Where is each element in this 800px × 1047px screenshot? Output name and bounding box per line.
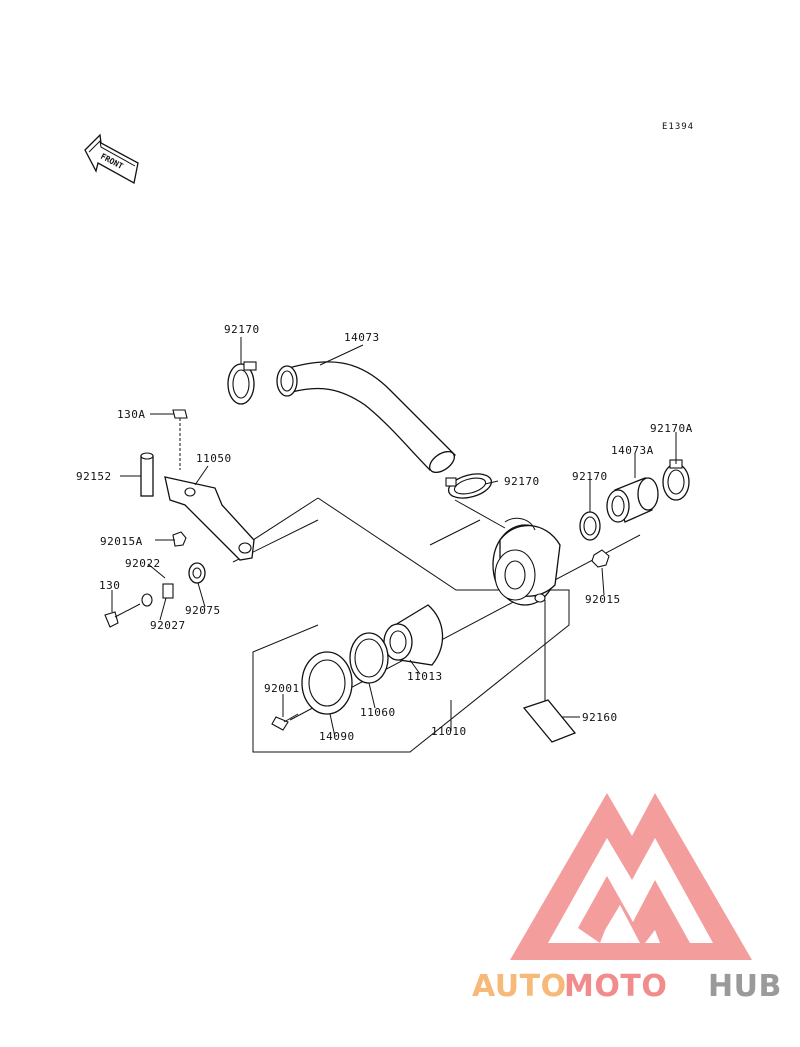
label-92160: 92160 (582, 711, 618, 724)
label-92170A: 92170A (650, 422, 693, 435)
label-92170-mid: 92170 (504, 475, 540, 488)
label-92152: 92152 (76, 470, 112, 483)
leader-lines (111, 337, 677, 738)
label-130A: 130A (117, 408, 146, 421)
clamp-far-right (662, 459, 690, 501)
label-130: 130 (99, 579, 120, 592)
label-11050: 11050 (196, 452, 232, 465)
clamp-upper-left (227, 361, 257, 405)
air-filter-element (383, 604, 444, 666)
clamp-mid (445, 473, 493, 499)
label-11010: 11010 (431, 725, 467, 738)
label-92001: 92001 (264, 682, 300, 695)
bolt-top (172, 409, 188, 470)
wing-bolt (271, 713, 299, 731)
bracket (164, 476, 255, 561)
watermark-text-hub: HUB (708, 969, 782, 1004)
label-plate (522, 699, 577, 743)
clamp-right (579, 511, 601, 541)
seal-ring (349, 632, 389, 684)
label-92022: 92022 (125, 557, 161, 570)
watermark-text-moto: MOTO (564, 969, 667, 1004)
label-92027: 92027 (150, 619, 186, 632)
front-arrow-icon: FRONT (84, 133, 139, 185)
label-92170-right: 92170 (572, 470, 608, 483)
assembly-outline (252, 497, 570, 753)
cover-plate (301, 651, 353, 715)
label-14073A: 14073A (611, 444, 654, 457)
washer (141, 593, 153, 607)
spacer (162, 583, 174, 599)
label-11013: 11013 (407, 670, 443, 683)
label-92170-upper: 92170 (224, 323, 260, 336)
grommet (188, 562, 206, 584)
watermark-text-auto: AUTO (472, 969, 567, 1004)
nut-bracket (172, 531, 187, 547)
diagram-code: E1394 (662, 122, 694, 132)
label-92075: 92075 (185, 604, 221, 617)
duct-upper (276, 361, 457, 474)
label-92015: 92015 (585, 593, 621, 606)
nut-right (591, 549, 610, 568)
label-92015A: 92015A (100, 535, 143, 548)
duct-right (606, 477, 659, 523)
label-14073: 14073 (344, 331, 380, 344)
collar (140, 452, 154, 497)
air-cleaner-housing (492, 517, 561, 606)
label-11060: 11060 (360, 706, 396, 719)
bolt-bottom (104, 603, 141, 628)
watermark-logo (510, 793, 752, 960)
label-14090: 14090 (319, 730, 355, 743)
